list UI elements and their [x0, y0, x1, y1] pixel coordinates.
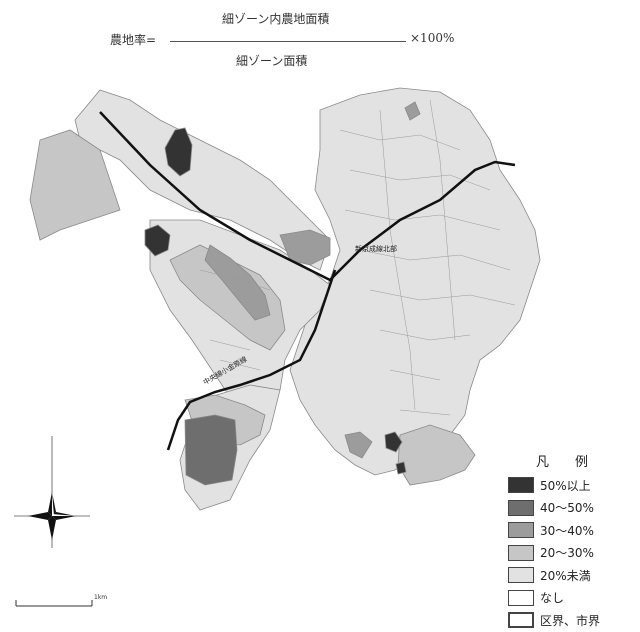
zone-southeast2-50-plus [395, 461, 407, 475]
zone-southeast-20-30 [397, 424, 476, 486]
legend-swatch [508, 544, 534, 561]
legend-label: 30～40% [540, 523, 594, 538]
legend-item-boundary: 区界、市界 [508, 609, 638, 632]
legend-item-50-plus: 50%以上 [508, 474, 638, 497]
formula-numerator: 細ゾーン内農地面積 [222, 12, 330, 26]
scale-bar-label: 1km [94, 594, 108, 601]
legend-swatch [508, 477, 534, 494]
zone-ridge-30-40 [204, 244, 271, 321]
formula-rhs: ×100% [410, 31, 455, 45]
legend-swatch [508, 522, 534, 539]
formula-denominator: 細ゾーン面積 [236, 54, 308, 68]
legend-item-30-40: 30～40% [508, 519, 638, 542]
legend-swatch [508, 567, 534, 584]
farmland-ratio-map: 新京成線北部 中央線小金原線 [29, 87, 541, 511]
legend-item-40-50: 40～50% [508, 497, 638, 520]
railway-line-north [99, 111, 516, 282]
zone-south-40-50 [184, 414, 238, 486]
scale-bar [15, 600, 93, 607]
zone-north-50-plus [164, 127, 193, 177]
zone-west-50-plus [144, 224, 171, 257]
legend-label: 40～50% [540, 501, 594, 516]
zone-west-20-30 [29, 129, 121, 241]
railway-line-south [166, 269, 337, 451]
legend-label: 区界、市界 [540, 613, 601, 628]
legend-item-20-30: 20～30% [508, 542, 638, 565]
map-legend: 凡例 50%以上 40～50% 30～40% 20～30% 20%未満 なし 区… [508, 452, 638, 632]
legend-label: 50%以上 [540, 478, 591, 493]
line-label-east: 新京成線北部 [355, 244, 397, 253]
legend-title: 凡例 [536, 455, 615, 470]
legend-label: 20～30% [540, 546, 594, 561]
compass-rose [14, 436, 90, 548]
legend-item-under-20: 20%未満 [508, 564, 638, 587]
legend-swatch [508, 499, 534, 516]
zone-southeast-30-40 [344, 431, 373, 459]
zone-northwest [74, 89, 331, 271]
zone-east-main [289, 87, 541, 476]
zone-boundaries [199, 99, 516, 416]
legend-swatch [508, 612, 534, 629]
formula-lhs: 農地率= [110, 33, 157, 47]
zone-southeast-50-plus [384, 431, 403, 453]
legend-label: なし [540, 591, 565, 606]
zone-north-30-40 [404, 101, 421, 121]
formula-fraction-line [170, 41, 406, 42]
legend-item-none: なし [508, 587, 638, 610]
legend-swatch [508, 589, 534, 606]
legend-label: 20%未満 [540, 568, 591, 583]
farmland-ratio-formula: 細ゾーン内農地面積 農地率= ×100% 細ゾーン面積 [0, 0, 640, 72]
